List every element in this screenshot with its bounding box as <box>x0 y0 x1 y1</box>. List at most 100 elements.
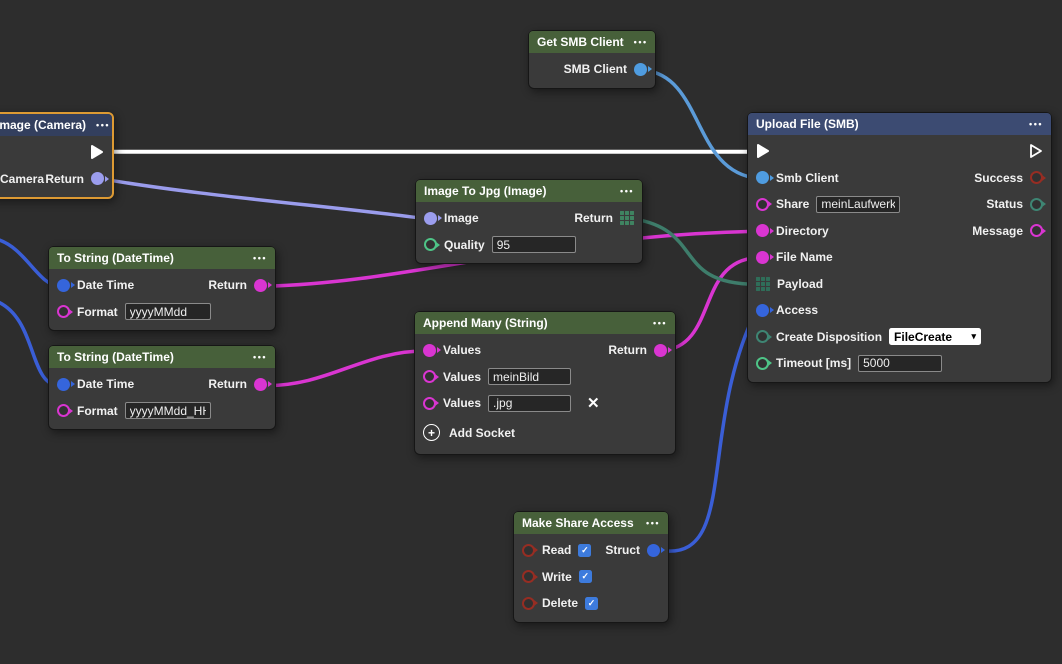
message-output-socket[interactable] <box>1030 224 1043 238</box>
values-input-socket[interactable] <box>423 343 436 357</box>
node-menu-icon[interactable]: ••• <box>620 186 634 196</box>
smb-client-output-socket[interactable] <box>634 62 647 76</box>
node-menu-icon[interactable]: ••• <box>633 37 648 47</box>
date-time-input-socket[interactable] <box>57 377 70 391</box>
node-menu-icon[interactable]: ••• <box>253 253 267 263</box>
status-output-socket[interactable] <box>1030 197 1043 211</box>
smb-client-input-socket[interactable] <box>756 171 769 185</box>
node-body: Smb ClientSuccessShareStatusDirectoryMes… <box>748 135 1051 382</box>
image-input-socket[interactable] <box>424 211 437 225</box>
timeout-ms-input-socket[interactable] <box>756 356 769 370</box>
port-label: File Name <box>776 250 833 265</box>
format-field[interactable] <box>124 303 211 321</box>
node-body: ValuesReturnValuesValues✕+Add Socket <box>415 334 675 454</box>
share-field[interactable] <box>816 195 901 213</box>
create-disposition-select[interactable]: FileCreate▾ <box>889 328 982 346</box>
port-label: Access <box>776 303 819 318</box>
create-disposition-input-socket[interactable] <box>756 330 769 344</box>
delete-checkbox[interactable]: ✓ <box>585 596 599 610</box>
input-input-exec-socket[interactable] <box>756 143 770 159</box>
access-input-socket[interactable] <box>756 303 769 317</box>
format-field[interactable] <box>124 402 211 420</box>
return-output-socket[interactable] <box>654 343 667 357</box>
format-input-socket[interactable] <box>57 305 70 319</box>
node-header[interactable]: Image To Jpg (Image)••• <box>416 180 642 202</box>
output-output-exec-socket[interactable] <box>1029 143 1043 159</box>
node-get-smb-client[interactable]: Get SMB Client•••SMB Client <box>528 30 656 89</box>
values-field[interactable] <box>488 368 572 386</box>
wire-smbclient-to-upload-smbclient[interactable] <box>642 68 760 181</box>
row-left <box>756 143 770 159</box>
node-header[interactable]: To String (DateTime)••• <box>49 247 275 269</box>
return-output-socket[interactable] <box>254 377 267 391</box>
row-left: Directory <box>756 224 829 238</box>
row-left: Timeout [ms] <box>756 354 943 372</box>
write-input-socket[interactable] <box>522 570 535 584</box>
format-input-socket[interactable] <box>57 404 70 418</box>
port-label: Return <box>608 343 647 358</box>
port-label: Write <box>542 569 572 584</box>
values-input-socket[interactable] <box>423 370 436 384</box>
node-header[interactable]: Append Many (String)••• <box>415 312 675 334</box>
wire-append-return-to-file-name[interactable] <box>660 256 758 353</box>
node-header[interactable]: Upload File (SMB)••• <box>748 113 1051 135</box>
write-checkbox[interactable]: ✓ <box>578 570 592 584</box>
read-checkbox[interactable]: ✓ <box>578 543 592 557</box>
quality-field[interactable] <box>491 236 576 254</box>
remove-socket-icon[interactable]: ✕ <box>587 394 600 412</box>
output-output-exec-socket[interactable] <box>90 144 104 160</box>
add-socket-button[interactable]: +Add Socket <box>423 424 515 441</box>
timeout-ms-field[interactable] <box>858 354 943 372</box>
file-name-input-socket[interactable] <box>756 250 769 264</box>
node-menu-icon[interactable]: ••• <box>653 318 667 328</box>
values-field[interactable] <box>488 394 572 412</box>
wire-jpg-return-to-payload[interactable] <box>631 217 758 287</box>
node-menu-icon[interactable]: ••• <box>646 518 660 528</box>
node-menu-icon[interactable]: ••• <box>96 120 110 130</box>
node-row: Format <box>49 398 275 425</box>
node-row: Values <box>415 364 675 391</box>
node-header[interactable]: Image (Camera) ••• <box>0 114 112 136</box>
port-label: Payload <box>777 276 824 291</box>
node-menu-icon[interactable]: ••• <box>253 352 267 362</box>
wire-tostring2-return-to-append-values[interactable] <box>262 349 430 388</box>
share-input-socket[interactable] <box>756 197 769 211</box>
node-row <box>748 138 1051 165</box>
port-label: Share <box>776 197 810 212</box>
return-output-socket[interactable] <box>620 211 634 226</box>
read-input-socket[interactable] <box>522 543 535 557</box>
port-label: Add Socket <box>449 425 516 440</box>
node-header[interactable]: Get SMB Client ••• <box>529 31 655 53</box>
row-left: Smb Client <box>756 171 839 185</box>
row-right <box>1029 143 1043 159</box>
node-header[interactable]: To String (DateTime)••• <box>49 346 275 368</box>
node-menu-icon[interactable]: ••• <box>1029 119 1043 129</box>
node-title: Image (Camera) <box>0 118 87 132</box>
node-title: Get SMB Client <box>537 35 624 49</box>
return-output-socket[interactable] <box>91 172 104 186</box>
delete-input-socket[interactable] <box>522 596 535 610</box>
return-output-socket[interactable] <box>254 278 267 292</box>
node-header[interactable]: Make Share Access••• <box>514 512 668 534</box>
wire-camera-return-to-image-input[interactable] <box>96 176 428 221</box>
values-input-socket[interactable] <box>423 396 436 410</box>
row-left: Write ✓ <box>522 570 592 584</box>
port-label: Timeout [ms] <box>776 356 852 371</box>
struct-output-socket[interactable] <box>647 543 660 557</box>
row-right: Return <box>45 172 104 186</box>
directory-input-socket[interactable] <box>756 224 769 238</box>
date-time-input-socket[interactable] <box>57 278 70 292</box>
quality-input-socket[interactable] <box>424 238 437 252</box>
payload-input-socket[interactable] <box>756 276 770 291</box>
wire-struct-to-access[interactable] <box>661 309 758 553</box>
success-output-socket[interactable] <box>1030 171 1043 185</box>
